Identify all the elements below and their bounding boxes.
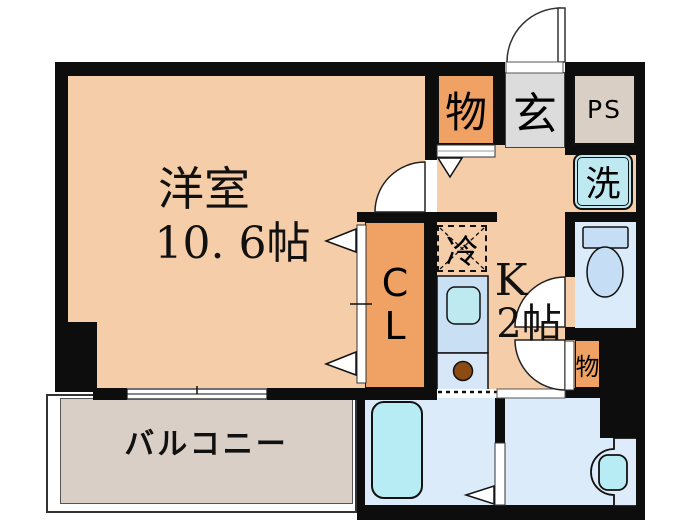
wall-left — [55, 62, 68, 392]
bath-boundary-strip — [437, 389, 497, 397]
washroom-storage-box: 物 — [575, 340, 600, 388]
wall-toilet-bottom — [565, 328, 605, 340]
entrance-label: 玄 — [513, 89, 557, 140]
toilet-tank — [582, 226, 629, 249]
toilet-bowl — [586, 246, 624, 298]
balcony-floor — [60, 398, 353, 504]
wall-right — [636, 62, 645, 520]
bathtub — [371, 401, 423, 499]
wall-room-hall — [425, 62, 437, 160]
wall-shaft-block — [600, 328, 645, 438]
closet-label-l: L — [384, 304, 406, 348]
refrigerator-label: 冷 — [445, 231, 479, 271]
washroom-door-leaf — [564, 340, 575, 391]
entrance-door-leaf — [557, 7, 566, 63]
hall-storage-label: 物 — [444, 88, 487, 137]
bath-door — [494, 442, 506, 506]
washer-pan: 洗 — [573, 153, 633, 210]
wash-basin-bowl — [598, 454, 628, 491]
entrance-threshold — [505, 61, 564, 74]
entrance-door-arc — [506, 7, 562, 63]
washroom-storage-label: 物 — [575, 352, 600, 381]
entrance-box: 玄 — [505, 72, 565, 148]
storage-door-indicator — [436, 157, 464, 179]
toilet-door-arc — [514, 276, 566, 328]
wall-closet-kitchen — [425, 212, 437, 390]
bath-door-indicator — [463, 484, 495, 506]
closet-door-indicator-upper — [323, 227, 357, 254]
refrigerator-x-mark — [439, 227, 485, 270]
pillar-bottom-left — [55, 322, 97, 392]
hall-storage-box: 物 — [437, 74, 495, 145]
washroom-door-arc — [514, 339, 566, 391]
wall-below-storage — [565, 388, 600, 398]
wall-toilet-top — [565, 212, 636, 222]
wall-top-left — [55, 62, 505, 76]
wall-below-ps — [573, 145, 636, 155]
wall-bath-left — [357, 390, 365, 520]
wall-storage-entrance — [495, 62, 505, 145]
washroom-threshold — [496, 388, 566, 399]
wall-top-right — [565, 62, 645, 76]
closet-door-indicator-lower — [323, 350, 357, 377]
wall-entrance-ps — [565, 62, 573, 155]
kitchen-burner — [452, 360, 474, 382]
wall-closet-top — [357, 212, 497, 222]
pipe-space-label: PS — [587, 95, 622, 124]
closet-door-lower — [356, 303, 367, 384]
closet-label-c: C — [381, 261, 409, 306]
room-door-arc — [374, 161, 426, 213]
closet-box: C L — [365, 222, 425, 388]
kitchen-sink — [446, 286, 481, 325]
wall-room-bottom-a — [93, 388, 127, 400]
wall-bottom — [357, 505, 645, 520]
refrigerator-box: 冷 — [437, 225, 487, 272]
wall-bath-washroom — [495, 398, 505, 443]
wall-room-bottom-b — [267, 388, 437, 400]
wall-toilet-left-upper — [565, 222, 575, 277]
washer-label: 洗 — [585, 165, 621, 205]
closet-door-upper — [356, 224, 367, 305]
